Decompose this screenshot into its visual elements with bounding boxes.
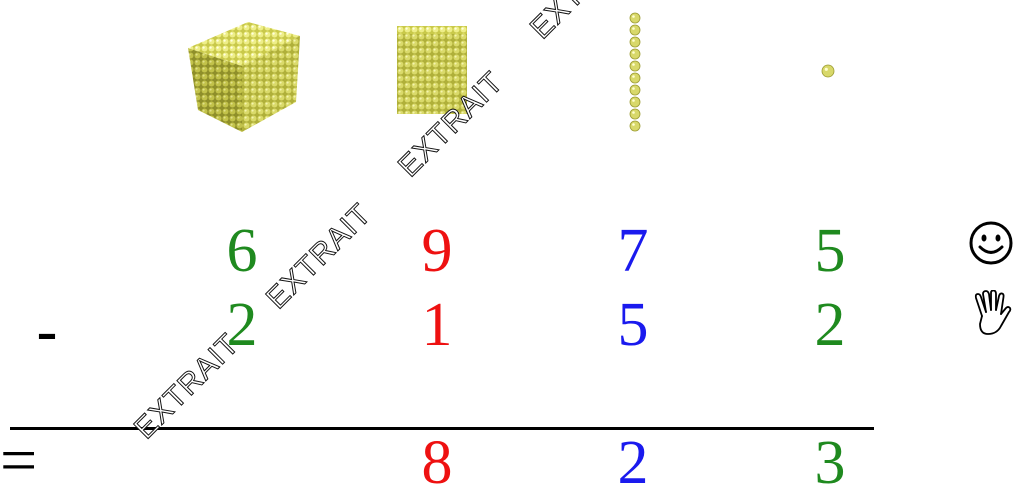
- watermark-text: EXTRAIT: [524, 0, 643, 46]
- hundred-square-image: [397, 26, 467, 114]
- result-units-digit: 3: [800, 432, 860, 494]
- minuend-hundreds-digit: 9: [407, 220, 467, 282]
- minuend-tens-digit: 7: [603, 220, 663, 282]
- open-hand-icon: [970, 290, 1014, 338]
- subtrahend-tens-digit: 5: [603, 294, 663, 356]
- subtrahend-thousands-digit: 2: [212, 294, 272, 356]
- minuend-units-digit: 5: [800, 220, 860, 282]
- result-tens-digit: 2: [603, 432, 663, 494]
- ten-bar-image: [628, 12, 642, 134]
- equals-sign: =: [0, 428, 37, 494]
- watermark-text: EXTRAIT: [260, 197, 379, 316]
- subtrahend-hundreds-digit: 1: [407, 294, 467, 356]
- minuend-thousands-digit: 6: [212, 220, 272, 282]
- smiley-face-icon: [968, 220, 1014, 266]
- result-hundreds-digit: 8: [407, 432, 467, 494]
- subtrahend-units-digit: 2: [800, 294, 860, 356]
- unit-bead-image: [820, 63, 836, 79]
- minus-sign: -: [36, 298, 58, 364]
- thousand-cube-image: [180, 10, 305, 135]
